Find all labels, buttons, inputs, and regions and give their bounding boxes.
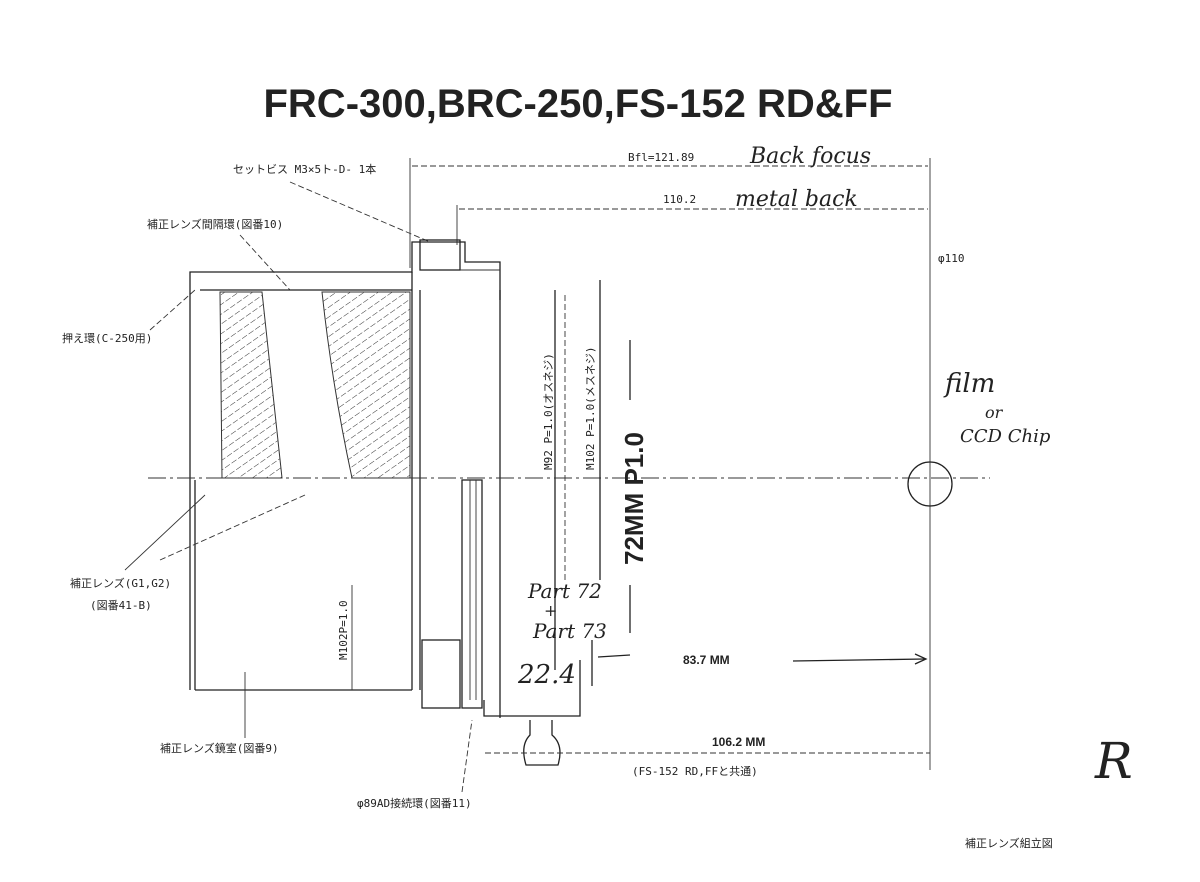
lens-body bbox=[189, 239, 581, 766]
retaining-ring-label: 押え環(C-250用) bbox=[62, 331, 152, 345]
common-note: (FS-152 RD,FFと共通) bbox=[632, 765, 758, 778]
thread-72mm-label: 72MM P1.0 bbox=[619, 432, 649, 565]
lens-element-g1 bbox=[219, 291, 283, 479]
initial-mark: R bbox=[1094, 732, 1133, 790]
metal-back-value: 110.2 bbox=[663, 193, 696, 206]
metal-back-note: metal back bbox=[735, 187, 858, 212]
dim-22-4-note: 22.4 bbox=[517, 660, 576, 690]
spacer-ring-label: 補正レンズ間隔環(図番10) bbox=[147, 217, 283, 231]
ccd-chip-note: CCD Chip bbox=[960, 426, 1051, 447]
m102-thread-label: M102 P=1.0(メスネジ) bbox=[584, 347, 597, 470]
drawing-title: FRC-300,BRC-250,FS-152 RD&FF bbox=[263, 82, 892, 126]
corrector-lens-ref: (図番41-B) bbox=[90, 599, 152, 612]
m92-thread-label: M92 P=1.0(オスネジ) bbox=[542, 353, 555, 470]
focal-plane-marker bbox=[907, 461, 953, 507]
set-screw-label: セットビス M3×5ト-D- 1本 bbox=[233, 162, 376, 176]
bfl-value: Bfl=121.89 bbox=[628, 151, 694, 164]
lens-cell-label: 補正レンズ鏡室(図番9) bbox=[160, 741, 279, 755]
plus-note: + bbox=[544, 601, 557, 620]
part72-note: Part 72 bbox=[527, 579, 602, 603]
m102p-label: M102P=1.0 bbox=[337, 600, 350, 660]
adapter-ring-label: φ89AD接続環(図番11) bbox=[357, 796, 472, 810]
dim-83-7-label: 83.7 MM bbox=[683, 653, 730, 667]
back-focus-note: Back focus bbox=[749, 144, 871, 169]
drawing-name: 補正レンズ組立図 bbox=[965, 836, 1053, 850]
or-note: or bbox=[985, 403, 1004, 422]
lens-element-g2 bbox=[321, 291, 411, 479]
corrector-lens-label: 補正レンズ(G1,G2) bbox=[70, 576, 171, 590]
phi110-label: φ110 bbox=[938, 252, 965, 265]
dim-106-2-label: 106.2 MM bbox=[712, 735, 765, 749]
film-note: film bbox=[943, 369, 995, 399]
adapter-knob bbox=[523, 720, 561, 766]
dim-83-7-arrow bbox=[792, 658, 926, 662]
back-focus-dimension: Bfl=121.89 Back focus bbox=[409, 144, 931, 770]
part73-note: Part 73 bbox=[532, 619, 607, 643]
metal-back-dimension: 110.2 metal back bbox=[456, 187, 928, 245]
